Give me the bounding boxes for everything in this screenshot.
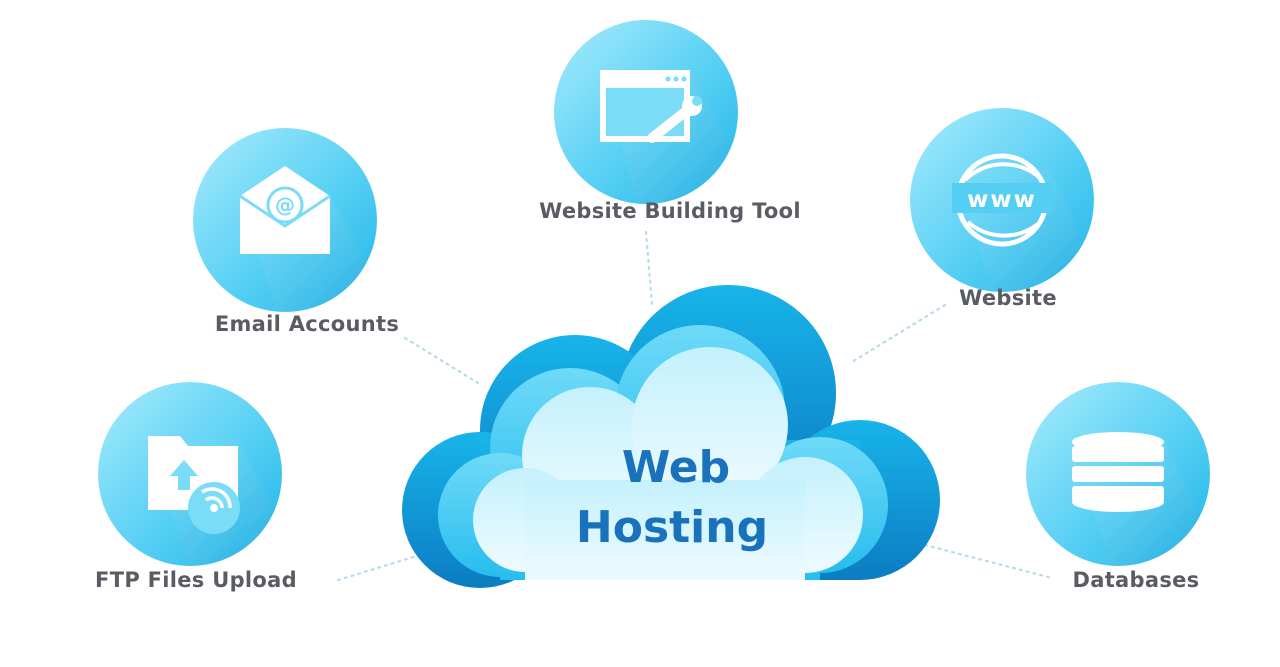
label-email-accounts: Email Accounts [215, 312, 399, 336]
database-icon [1072, 432, 1164, 512]
www-globe-icon: www [952, 153, 1052, 247]
feature-website: www Website [910, 108, 1094, 310]
connector-website [850, 303, 947, 364]
connectors [336, 230, 1054, 582]
feature-website-building-tool: Website Building Tool [539, 20, 801, 223]
label-databases: Databases [1073, 568, 1200, 592]
feature-email-accounts: @ Email Accounts [193, 128, 399, 336]
cloud-inner [473, 347, 863, 580]
label-website-building-tool: Website Building Tool [539, 199, 801, 223]
cloud-title-line1: Web [622, 442, 730, 493]
website-builder-icon [600, 70, 702, 143]
cloud-title-line2: Hosting [576, 502, 768, 553]
connector-email [403, 336, 480, 385]
feature-ftp-files-upload: FTP Files Upload [95, 382, 297, 592]
connector-databases [923, 543, 1054, 580]
web-hosting-cloud: Web Hosting [402, 285, 940, 588]
svg-text:@: @ [275, 193, 295, 217]
label-website: Website [959, 286, 1057, 310]
connector-ftp [336, 553, 422, 582]
feature-databases: Databases [1026, 382, 1210, 592]
label-ftp-files-upload: FTP Files Upload [95, 568, 297, 592]
svg-text:www: www [967, 187, 1037, 213]
connector-building-tool [644, 230, 654, 307]
email-icon: @ [239, 166, 331, 254]
folder-upload-icon [148, 436, 240, 534]
